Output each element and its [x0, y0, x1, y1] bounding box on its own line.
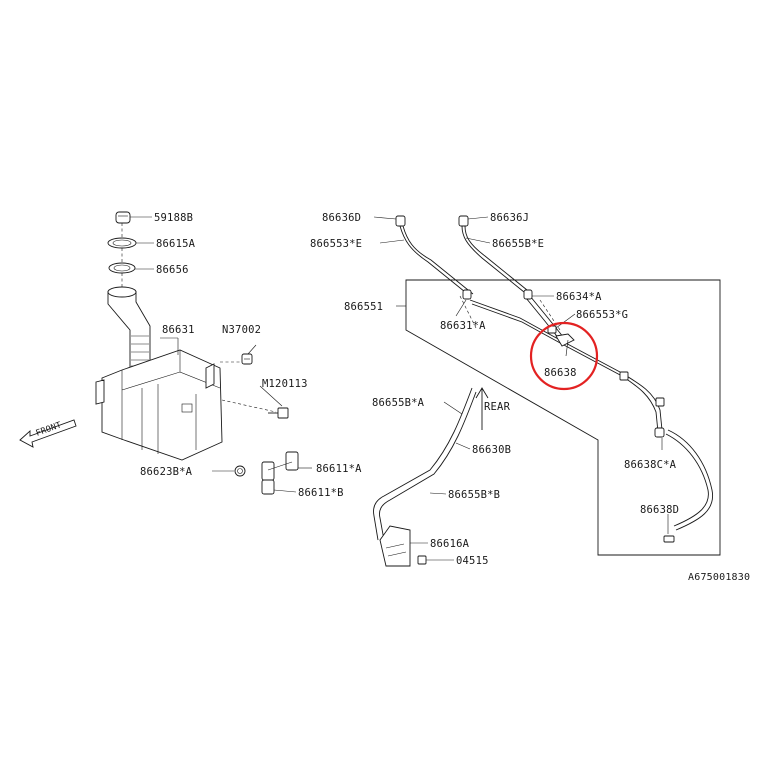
- highlight-circle: [529, 321, 599, 391]
- callout-86638ca: 86638C*A: [624, 459, 677, 471]
- callout-86655be: 86655B*E: [492, 238, 544, 250]
- callout-m120113: M120113: [262, 378, 308, 390]
- diagram-code: A675001830: [688, 572, 750, 583]
- pump-grommet: [234, 465, 246, 477]
- joint-86634a: [523, 289, 533, 300]
- callout-04515: 04515: [456, 555, 489, 567]
- filler-seal: [107, 237, 137, 249]
- callout-86616a: 86616A: [430, 538, 470, 550]
- callout-86636d: 86636D: [322, 212, 361, 224]
- hose-assembly: [373, 215, 721, 567]
- joint-86631a: [462, 289, 472, 300]
- check-valve-86638: [555, 333, 575, 357]
- callout-86631a: 86631*A: [440, 320, 486, 332]
- callout-866553e: 866553*E: [310, 238, 362, 250]
- callout-86623ba: 86623B*A: [140, 466, 193, 478]
- callout-866553g: 866553*G: [576, 309, 628, 321]
- tank-cap: [115, 211, 131, 224]
- callout-86638d: 86638D: [640, 504, 679, 516]
- detail-boundary: [405, 279, 721, 556]
- washer-motors: [261, 451, 299, 495]
- washer-tank-assembly: [19, 211, 312, 495]
- filler-pipe: [107, 286, 151, 373]
- callout-59188b: 59188B: [154, 212, 193, 224]
- callout-n37002: N37002: [222, 324, 261, 336]
- callout-86631: 86631: [162, 324, 195, 336]
- callout-86634a: 86634*A: [556, 291, 602, 303]
- bolt: [268, 407, 289, 419]
- washer-tank: [95, 349, 223, 461]
- callout-86655bb: 86655B*B: [448, 489, 500, 501]
- callout-86655ba: 86655B*A: [372, 397, 425, 409]
- callout-86615a: 86615A: [156, 238, 196, 250]
- callout-86611a: 86611*A: [316, 463, 362, 475]
- callout-86638: 86638: [544, 367, 577, 379]
- rear-direction-arrow: [475, 387, 489, 430]
- rear-label: REAR: [484, 401, 511, 413]
- callout-86656: 86656: [156, 264, 189, 276]
- grommet: [241, 353, 253, 365]
- rear-loop-hose: [654, 427, 714, 543]
- front-direction-arrow: [19, 419, 77, 448]
- nozzle-left: [395, 215, 406, 227]
- callout-86636j: 86636J: [490, 212, 529, 224]
- callout-866551: 866551: [344, 301, 383, 313]
- rear-hose-and-bracket: [373, 387, 489, 567]
- nozzle-right: [458, 215, 469, 227]
- filler-ring: [108, 262, 136, 274]
- callout-86611b: 86611*B: [298, 487, 344, 499]
- callout-86630b: 86630B: [472, 444, 511, 456]
